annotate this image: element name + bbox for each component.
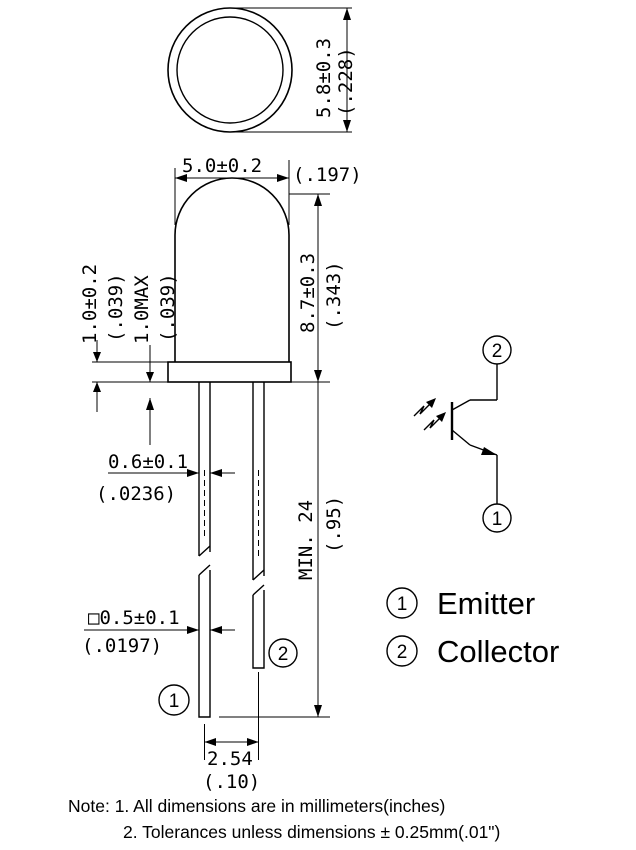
- notes: Note: 1. All dimensions are in millimete…: [68, 796, 500, 842]
- lead-width-inch-label: (.0236): [96, 483, 176, 505]
- side-view-body: 5.0±0.2 (.197) 8.7±0.3 (.343): [167, 155, 362, 383]
- pin-2-marker-circle: [268, 638, 298, 668]
- schematic-emitter-pin-circle: [482, 503, 512, 533]
- lead-length-dimension: MIN. 24 (.95): [219, 382, 345, 718]
- note-line-1: Note: 1. All dimensions are in millimete…: [68, 796, 445, 816]
- top-view: 5.8±0.3 (.228): [167, 7, 357, 133]
- legend-item-2-circle: [386, 635, 418, 667]
- flange-max-label: 1.0MAX: [131, 275, 153, 344]
- flange-dimensions: 1.0±0.2 (.039) 1.0MAX (.039): [79, 264, 179, 445]
- top-view-inner-circle: [176, 16, 284, 124]
- lead-square-inch-label: (.0197): [82, 635, 162, 657]
- flange: [167, 361, 292, 383]
- flange-max-inch-label: (.039): [157, 273, 179, 342]
- legend-item-1-label: Emitter: [437, 586, 535, 621]
- pitch-inch-label: (.10): [203, 771, 260, 793]
- schematic-collector-pin-number: 2: [492, 341, 503, 362]
- pin-1-marker-number: 1: [169, 691, 180, 712]
- schematic-emitter-pin-number: 1: [492, 509, 503, 530]
- pin-legend: 1 Emitter 2 Collector: [386, 586, 559, 669]
- lead-2-lower: [252, 590, 265, 669]
- light-arrows-icon: [413, 398, 446, 431]
- lead-length-inch-label: (.95): [323, 496, 345, 553]
- phototransistor-schematic: 2 1: [413, 335, 512, 533]
- flange-label: 1.0±0.2: [79, 264, 101, 344]
- pin-2-marker-number: 2: [278, 644, 289, 665]
- body-height-label: 8.7±0.3: [297, 253, 319, 333]
- body-height-inch-label: (.343): [323, 261, 345, 330]
- body-width-inch-label: (.197): [293, 164, 362, 186]
- lead-1-lower: [198, 570, 211, 718]
- lead-square-label: □0.5±0.1: [88, 607, 180, 629]
- legend-item-1-circle: [386, 587, 418, 619]
- flange-inch-label: (.039): [105, 273, 127, 342]
- lead-width-dimensions: 0.6±0.1 (.0236) □0.5±0.1 (.0197): [82, 451, 235, 657]
- pin-markers: 1 2: [158, 638, 298, 716]
- top-view-outer-circle: [167, 7, 293, 133]
- top-height-inch-label: (.228): [335, 47, 357, 116]
- leads: [198, 382, 265, 718]
- lead-2-upper: [252, 382, 265, 580]
- legend-item-2-number: 2: [397, 642, 408, 663]
- legend-item-2-label: Collector: [437, 634, 559, 669]
- lead-width-label: 0.6±0.1: [108, 451, 188, 473]
- body-width-label: 5.0±0.2: [182, 155, 262, 177]
- pitch-dimension: 2.54 (.10): [203, 672, 260, 793]
- top-height-label: 5.8±0.3: [313, 38, 335, 118]
- lens-dome: [174, 177, 290, 362]
- lead-1-upper: [198, 382, 211, 556]
- note-line-2: 2. Tolerances unless dimensions ± 0.25mm…: [123, 822, 500, 842]
- lead-length-label: MIN. 24: [295, 500, 317, 580]
- legend-item-1-number: 1: [397, 594, 408, 615]
- pitch-label: 2.54: [207, 748, 253, 770]
- pin-1-marker-circle: [158, 684, 190, 716]
